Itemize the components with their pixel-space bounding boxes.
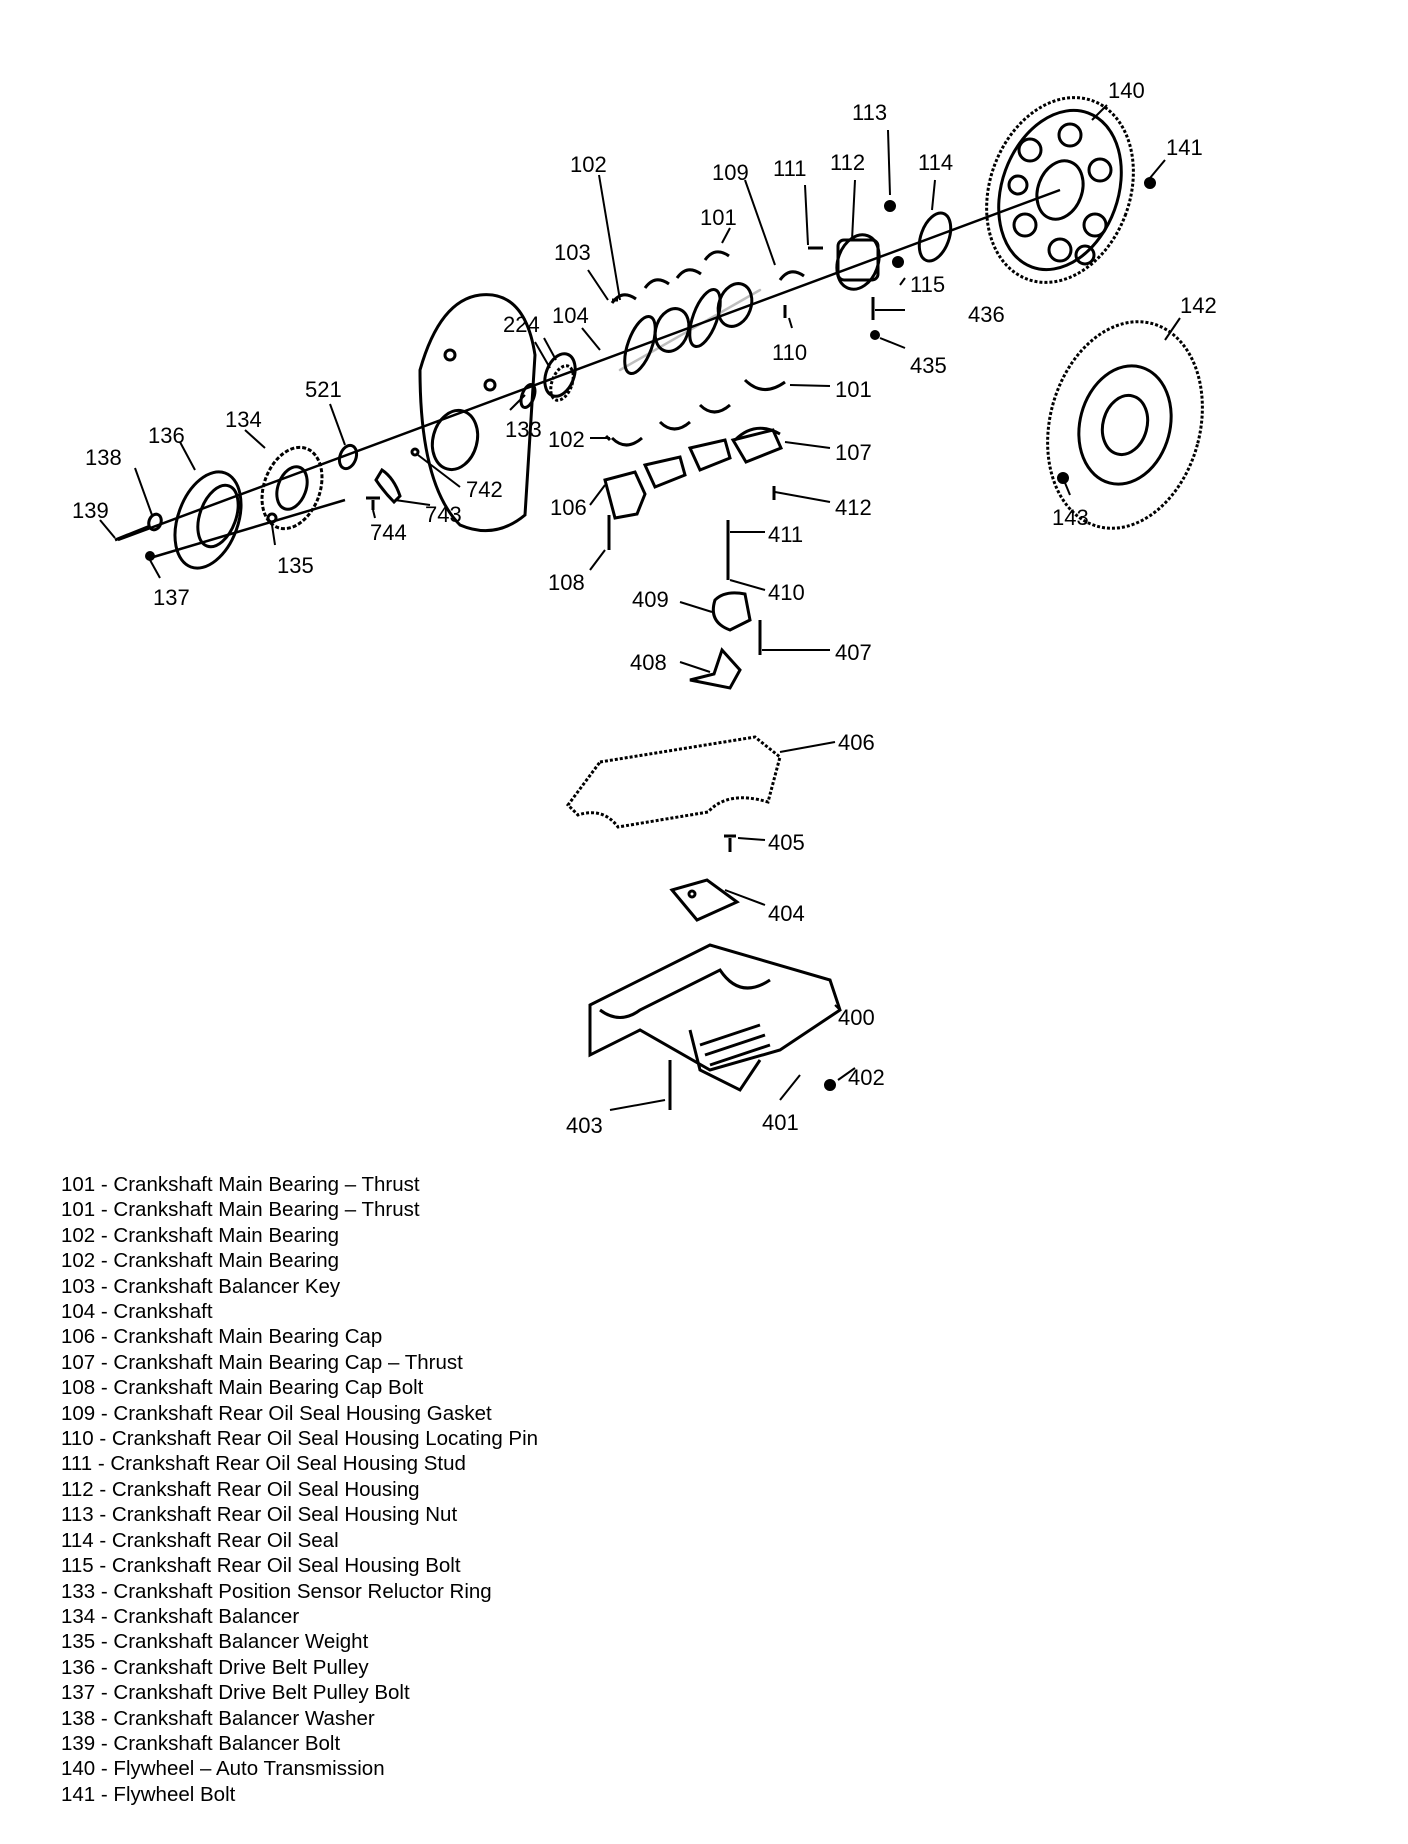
callout-401: 401 (762, 1110, 799, 1135)
callout-403: 403 (566, 1113, 603, 1138)
callout-135: 135 (277, 553, 314, 578)
callout-102b: 102 (548, 427, 585, 452)
callout-404: 404 (768, 901, 805, 926)
legend-item: 141 - Flywheel Bolt (61, 1782, 236, 1806)
callout-115: 115 (910, 272, 945, 297)
legend-item: 101 - Crankshaft Main Bearing – Thrust (61, 1198, 420, 1222)
parts-legend: 101 - Crankshaft Main Bearing – Thrust 1… (61, 1172, 538, 1807)
reluctor-ring (519, 383, 537, 409)
callout-143: 143 (1052, 505, 1089, 530)
legend-item: 106 - Crankshaft Main Bearing Cap (61, 1325, 383, 1349)
oil-pump-pickup (689, 520, 762, 690)
callout-742: 742 (466, 477, 503, 502)
callout-409: 409 (632, 587, 669, 612)
callout-400: 400 (838, 1005, 875, 1030)
callout-134: 134 (225, 407, 262, 432)
legend-item: 133 - Crankshaft Position Sensor Relucto… (61, 1579, 492, 1603)
callout-109: 109 (712, 160, 749, 185)
callout-743: 743 (425, 502, 462, 527)
callout-138: 138 (85, 445, 122, 470)
exploded-parts-diagram: 140 141 142 143 113 114 112 111 109 102 … (72, 78, 1217, 1138)
crankshaft-sprocket (549, 364, 575, 402)
legend-item: 103 - Crankshaft Balancer Key (61, 1274, 341, 1298)
callout-103: 103 (554, 240, 591, 265)
callout-104: 104 (552, 303, 589, 328)
legend-item: 108 - Crankshaft Main Bearing Cap Bolt (61, 1376, 424, 1400)
rear-oil-seal (917, 211, 953, 263)
callout-411: 411 (768, 522, 803, 547)
callout-407: 407 (835, 640, 872, 665)
callout-402: 402 (848, 1065, 885, 1090)
flywheel-auto-transmission (985, 96, 1135, 284)
legend-item: 139 - Crankshaft Balancer Bolt (61, 1731, 341, 1755)
crankshaft-drive-belt-pulley (173, 470, 243, 570)
oil-pan (588, 943, 842, 1110)
legend-item: 102 - Crankshaft Main Bearing (61, 1249, 340, 1273)
balancer-washer-and-bolts (114, 512, 278, 561)
callout-412: 412 (835, 495, 872, 520)
callout-140: 140 (1108, 78, 1145, 103)
legend-item: 113 - Crankshaft Rear Oil Seal Housing N… (61, 1503, 458, 1527)
callout-136: 136 (148, 423, 185, 448)
callout-436: 436 (968, 302, 1005, 327)
callout-108: 108 (548, 570, 585, 595)
flywheel-manual (1046, 320, 1204, 530)
callout-405: 405 (768, 830, 805, 855)
callout-435: 435 (910, 353, 947, 378)
callout-114: 114 (918, 150, 953, 175)
oil-pan-bolt-405 (724, 834, 736, 852)
callout-111: 111 (773, 156, 806, 181)
small-fasteners (783, 177, 1156, 340)
callout-521: 521 (305, 377, 342, 402)
crankshaft (543, 282, 762, 398)
legend-item: 107 - Crankshaft Main Bearing Cap – Thru… (61, 1350, 463, 1374)
main-bearing-caps (603, 426, 784, 550)
front-oil-seal (337, 443, 359, 471)
oil-pan-gasket (566, 735, 782, 829)
callout-112: 112 (830, 150, 865, 175)
legend-item: 115 - Crankshaft Rear Oil Seal Housing B… (61, 1554, 461, 1578)
legend-item: 138 - Crankshaft Balancer Washer (61, 1706, 375, 1730)
callout-408: 408 (630, 650, 667, 675)
legend-item: 112 - Crankshaft Rear Oil Seal Housing (61, 1477, 420, 1501)
legend-item: 140 - Flywheel – Auto Transmission (61, 1757, 385, 1781)
legend-item: 137 - Crankshaft Drive Belt Pulley Bolt (61, 1681, 410, 1705)
legend-item: 110 - Crankshaft Rear Oil Seal Housing L… (61, 1427, 539, 1451)
callout-110: 110 (772, 340, 807, 365)
callout-102a: 102 (570, 152, 607, 177)
legend-item: 109 - Crankshaft Rear Oil Seal Housing G… (61, 1401, 492, 1425)
legend-item: 135 - Crankshaft Balancer Weight (61, 1630, 369, 1654)
callout-744: 744 (370, 520, 407, 545)
rear-oil-seal-housing (835, 233, 881, 291)
legend-item: 136 - Crankshaft Drive Belt Pulley (61, 1655, 369, 1679)
legend-item: 102 - Crankshaft Main Bearing (61, 1223, 340, 1247)
legend-item: 114 - Crankshaft Rear Oil Seal (61, 1528, 339, 1552)
callout-137: 137 (153, 585, 190, 610)
callout-139: 139 (72, 498, 109, 523)
engine-front-cover (418, 293, 537, 533)
legend-item: 134 - Crankshaft Balancer (61, 1604, 300, 1628)
callout-410: 410 (768, 580, 805, 605)
callout-106: 106 (550, 495, 587, 520)
legend-item: 101 - Crankshaft Main Bearing – Thrust (61, 1173, 420, 1196)
callout-141: 141 (1166, 135, 1203, 160)
callout-406: 406 (838, 730, 875, 755)
callout-113: 113 (852, 100, 887, 125)
upper-bearings (610, 250, 805, 304)
callout-101a: 101 (700, 205, 737, 230)
callout-101b: 101 (835, 377, 872, 402)
oil-deflector (669, 878, 740, 922)
legend-item: 111 - Crankshaft Rear Oil Seal Housing S… (61, 1452, 466, 1476)
callout-133: 133 (505, 417, 542, 442)
legend-item: 104 - Crankshaft (61, 1300, 213, 1324)
callout-142: 142 (1180, 293, 1217, 318)
callout-224: 224 (503, 312, 540, 337)
leader-lines (99, 104, 1181, 1111)
crankshaft-balancer (260, 445, 324, 531)
crankshaft-position-sensor (366, 447, 420, 510)
callout-labels: 140 141 142 143 113 114 112 111 109 102 … (72, 78, 1217, 1138)
callout-107: 107 (835, 440, 872, 465)
